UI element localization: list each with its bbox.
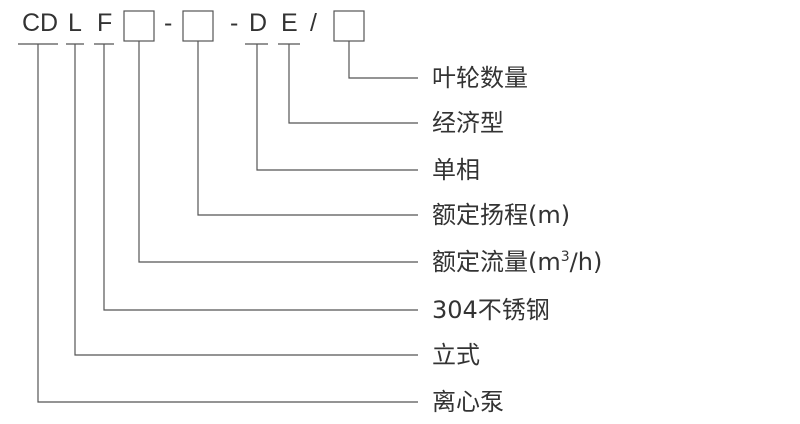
label-rated-flow-prefix: 额定流量(m [432,248,561,276]
label-material: 304不锈钢 [432,296,550,324]
leader-impeller-count [348,41,418,79]
blank-box-head [182,10,214,42]
code-dash-1: - [164,9,173,37]
leader-single-phase [256,44,418,171]
leader-rated-flow [138,41,418,263]
leader-vertical [74,44,418,356]
code-letter-c: C [22,9,41,37]
label-vertical: 立式 [432,341,480,369]
label-rated-flow: 额定流量(m3/h) [432,245,602,279]
label-economic: 经济型 [432,109,504,137]
blank-box-impellers [333,10,365,42]
code-slash: / [310,9,317,37]
code-letter-d: D [40,9,59,37]
leader-centrifugal [37,44,418,403]
code-letter-e: E [281,9,298,37]
label-impeller-count: 叶轮数量 [432,64,528,92]
label-rated-flow-sup: 3 [560,249,570,265]
label-single-phase: 单相 [432,156,480,184]
leader-material [103,44,418,311]
code-letter-d2: D [249,9,268,37]
label-rated-flow-suffix: /h) [569,248,603,276]
label-rated-head: 额定扬程(m) [432,201,571,229]
label-centrifugal: 离心泵 [432,388,504,416]
code-letter-f: F [97,9,113,37]
blank-box-flow [123,10,155,42]
code-dash-2: - [230,9,239,37]
code-letter-l: L [68,9,82,37]
leader-rated-head [197,41,418,216]
leader-economic [288,44,418,124]
